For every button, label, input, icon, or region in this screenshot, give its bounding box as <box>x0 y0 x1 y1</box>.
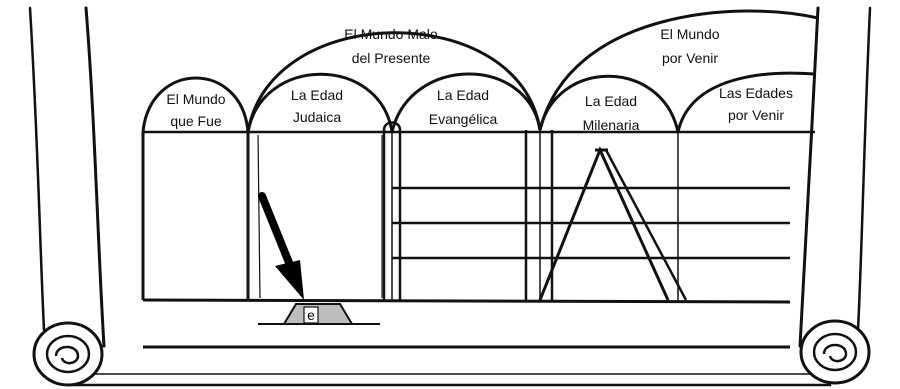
labels: El Mundo Malo del Presente El Mundo por … <box>166 26 793 133</box>
arch-edad-evangelica <box>390 72 542 133</box>
marker-label-box <box>303 306 319 324</box>
label-mundo-por-venir-2: por Venir <box>662 50 718 66</box>
arrow <box>258 192 304 300</box>
pillar-judaica-left-inner <box>257 134 261 299</box>
label-edad-judaica-2: Judaica <box>293 109 341 125</box>
arch-edad-judaica <box>246 72 394 133</box>
pyramid-inner <box>604 149 688 301</box>
label-edad-milenaria-1: La Edad <box>585 93 637 109</box>
label-mundo-que-fue-1: El Mundo <box>166 91 225 107</box>
arch-mundo-que-fue <box>141 76 250 133</box>
label-edad-judaica-1: La Edad <box>291 87 343 103</box>
world-arches <box>246 9 819 133</box>
label-edad-evangelica-2: Evangélica <box>429 111 498 127</box>
marker-block: e <box>258 303 380 325</box>
label-edades-por-venir-2: por Venir <box>728 107 784 123</box>
pillar-milenaria-left <box>524 130 554 300</box>
label-edades-por-venir-1: Las Edades <box>719 85 793 101</box>
scroll-roll-right <box>799 319 871 385</box>
scroll-right-inner-edge <box>856 6 872 332</box>
label-mundo-por-venir-1: El Mundo <box>660 26 719 42</box>
label-mundo-que-fue-2: que Fue <box>170 113 222 129</box>
horizontal-lines <box>142 130 815 349</box>
arrow-head <box>275 260 304 300</box>
scroll-roll-left <box>32 321 104 387</box>
scroll-right-edge <box>798 6 820 348</box>
base-line <box>142 298 791 304</box>
arrow-shaft <box>258 192 296 274</box>
arch-mundo-malo <box>246 31 542 133</box>
age-arches <box>141 71 816 133</box>
arch-edades-por-venir <box>676 71 816 133</box>
scroll-left-edge <box>84 6 106 348</box>
pyramid-outer <box>538 146 670 301</box>
pillar-evangelica-left <box>382 121 402 300</box>
pyramid <box>538 146 688 301</box>
arch-mundo-por-venir <box>538 9 819 131</box>
arch-edad-milenaria <box>538 74 680 133</box>
label-edad-evangelica-1: La Edad <box>437 87 489 103</box>
label-mundo-malo-1: El Mundo Malo <box>344 26 438 42</box>
label-edad-milenaria-2: Milenaria <box>583 117 640 133</box>
marker-letter: e <box>307 307 315 323</box>
label-mundo-malo-2: del Presente <box>352 50 431 66</box>
scroll-frame <box>28 6 872 387</box>
scroll-left-inner-edge <box>28 6 46 332</box>
